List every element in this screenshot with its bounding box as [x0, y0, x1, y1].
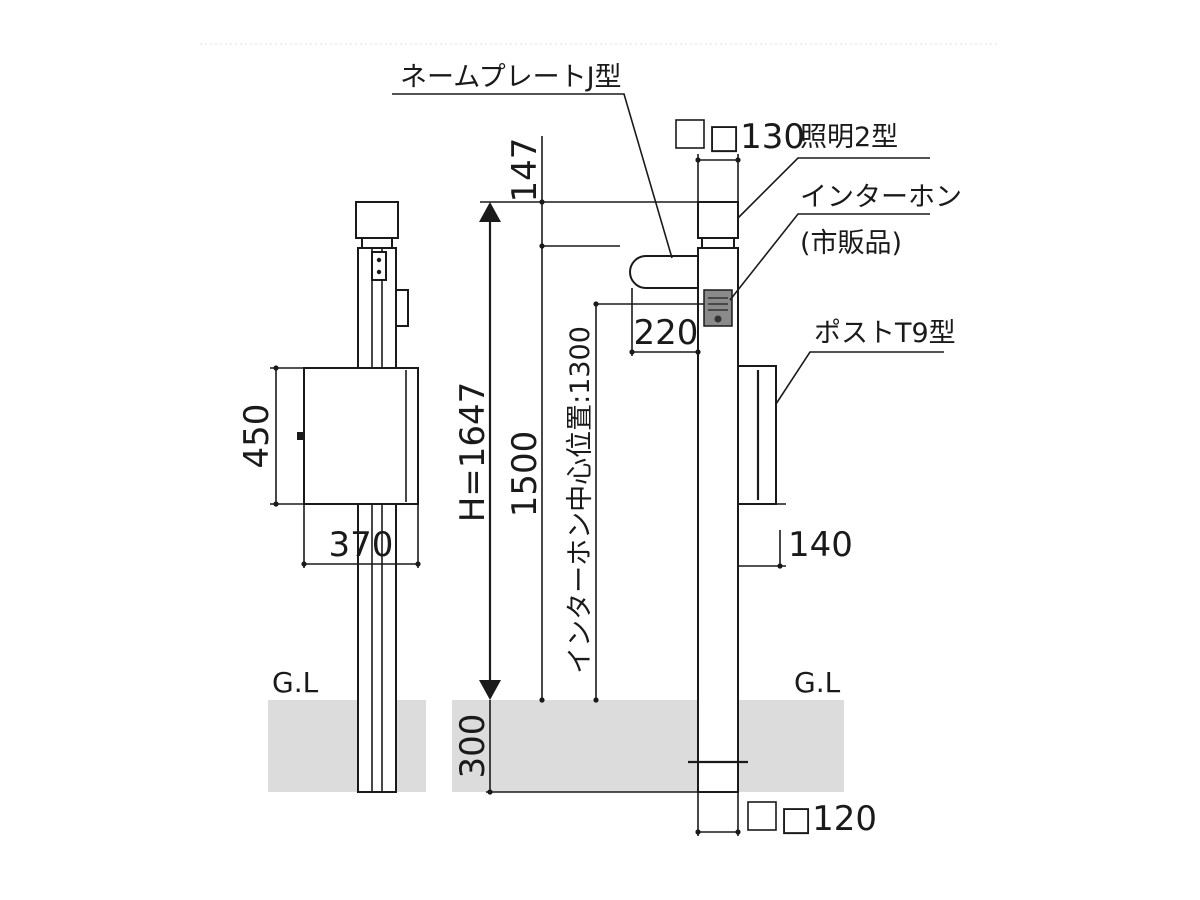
- embed-depth-label: 300: [453, 714, 493, 779]
- dim-1300-dot-bottom: [593, 697, 599, 703]
- ground-right: [452, 700, 844, 792]
- dim-1500-dot-top: [539, 243, 545, 249]
- dim-220-dot-left: [629, 349, 635, 355]
- light-size-label: □130: [708, 117, 805, 157]
- mailbox-height-label: 450: [237, 404, 277, 469]
- pole-size-square: [747, 801, 777, 831]
- intercom-leader: [729, 213, 930, 301]
- height-dimensions: H=1647 300 147 1500 インターホン中心位置:1300: [453, 136, 704, 795]
- side-mailbox-lock: [297, 432, 305, 440]
- front-nameplate: [629, 255, 699, 289]
- side-view: 450 370 G.L: [237, 201, 421, 793]
- side-light-head: [355, 201, 399, 239]
- ground-level-label-left: G.L: [272, 666, 319, 699]
- dim-370-dot-right: [415, 561, 421, 567]
- dim-h-arrow-top: [479, 202, 501, 222]
- pole-size-label: □120: [780, 799, 877, 839]
- side-pole: [357, 247, 397, 793]
- front-intercom-button: [714, 315, 722, 323]
- light-leader: [737, 157, 930, 219]
- ground-left: [268, 700, 426, 792]
- dim-450-dot-top: [273, 365, 279, 371]
- nameplate-leader: [392, 93, 673, 259]
- front-view: 照明2型 インターホン (市販品) ポストT9型 ネームプレートJ型 □130 …: [392, 62, 962, 839]
- dim-120-dot-left: [695, 829, 701, 835]
- dim-140-dot: [777, 563, 783, 569]
- front-light-base: [701, 237, 735, 249]
- nameplate-label: ネームプレートJ型: [400, 62, 622, 93]
- dim-147-dot-top: [539, 199, 545, 205]
- top-offset-label: 147: [505, 138, 545, 203]
- light-size-square: [675, 119, 705, 149]
- post-leader: [775, 351, 944, 405]
- dim-300-dot: [487, 789, 493, 795]
- nameplate-depth-label: 220: [634, 313, 699, 353]
- dim-130-dot-left: [695, 157, 701, 163]
- intercom-center-label: インターホン中心位置:1300: [565, 326, 596, 674]
- side-intercom: [395, 289, 409, 327]
- dim-370-dot-left: [301, 561, 307, 567]
- intercom-label-line1: インターホン: [800, 182, 962, 213]
- front-light-head: [697, 201, 739, 239]
- dim-220-dot-right: [695, 349, 701, 355]
- side-bracket-screw: [376, 257, 382, 263]
- dim-120-dot-right: [735, 829, 741, 835]
- mailbox-width-label: 370: [329, 525, 394, 565]
- side-mailbox: [303, 367, 419, 505]
- total-height-label: H=1647: [453, 382, 493, 523]
- light-label: 照明2型: [800, 122, 898, 153]
- side-light-base: [361, 237, 393, 249]
- dim-450-dot-bottom: [273, 501, 279, 507]
- ground-level-label-right: G.L: [794, 666, 841, 699]
- dim-1300-dot-top: [593, 301, 599, 307]
- intercom-label-line2: (市販品): [800, 228, 902, 259]
- post-label: ポストT9型: [814, 318, 956, 349]
- side-nameplate-bracket: [371, 251, 387, 281]
- dim-h-arrow-bottom: [479, 680, 501, 700]
- post-offset-label: 140: [788, 525, 853, 565]
- side-bracket-screw-2: [376, 269, 382, 275]
- dim-130-dot-right: [735, 157, 741, 163]
- dim-1500-dot-bottom: [539, 697, 545, 703]
- front-pole: [697, 247, 739, 793]
- height-1500-label: 1500: [505, 431, 545, 518]
